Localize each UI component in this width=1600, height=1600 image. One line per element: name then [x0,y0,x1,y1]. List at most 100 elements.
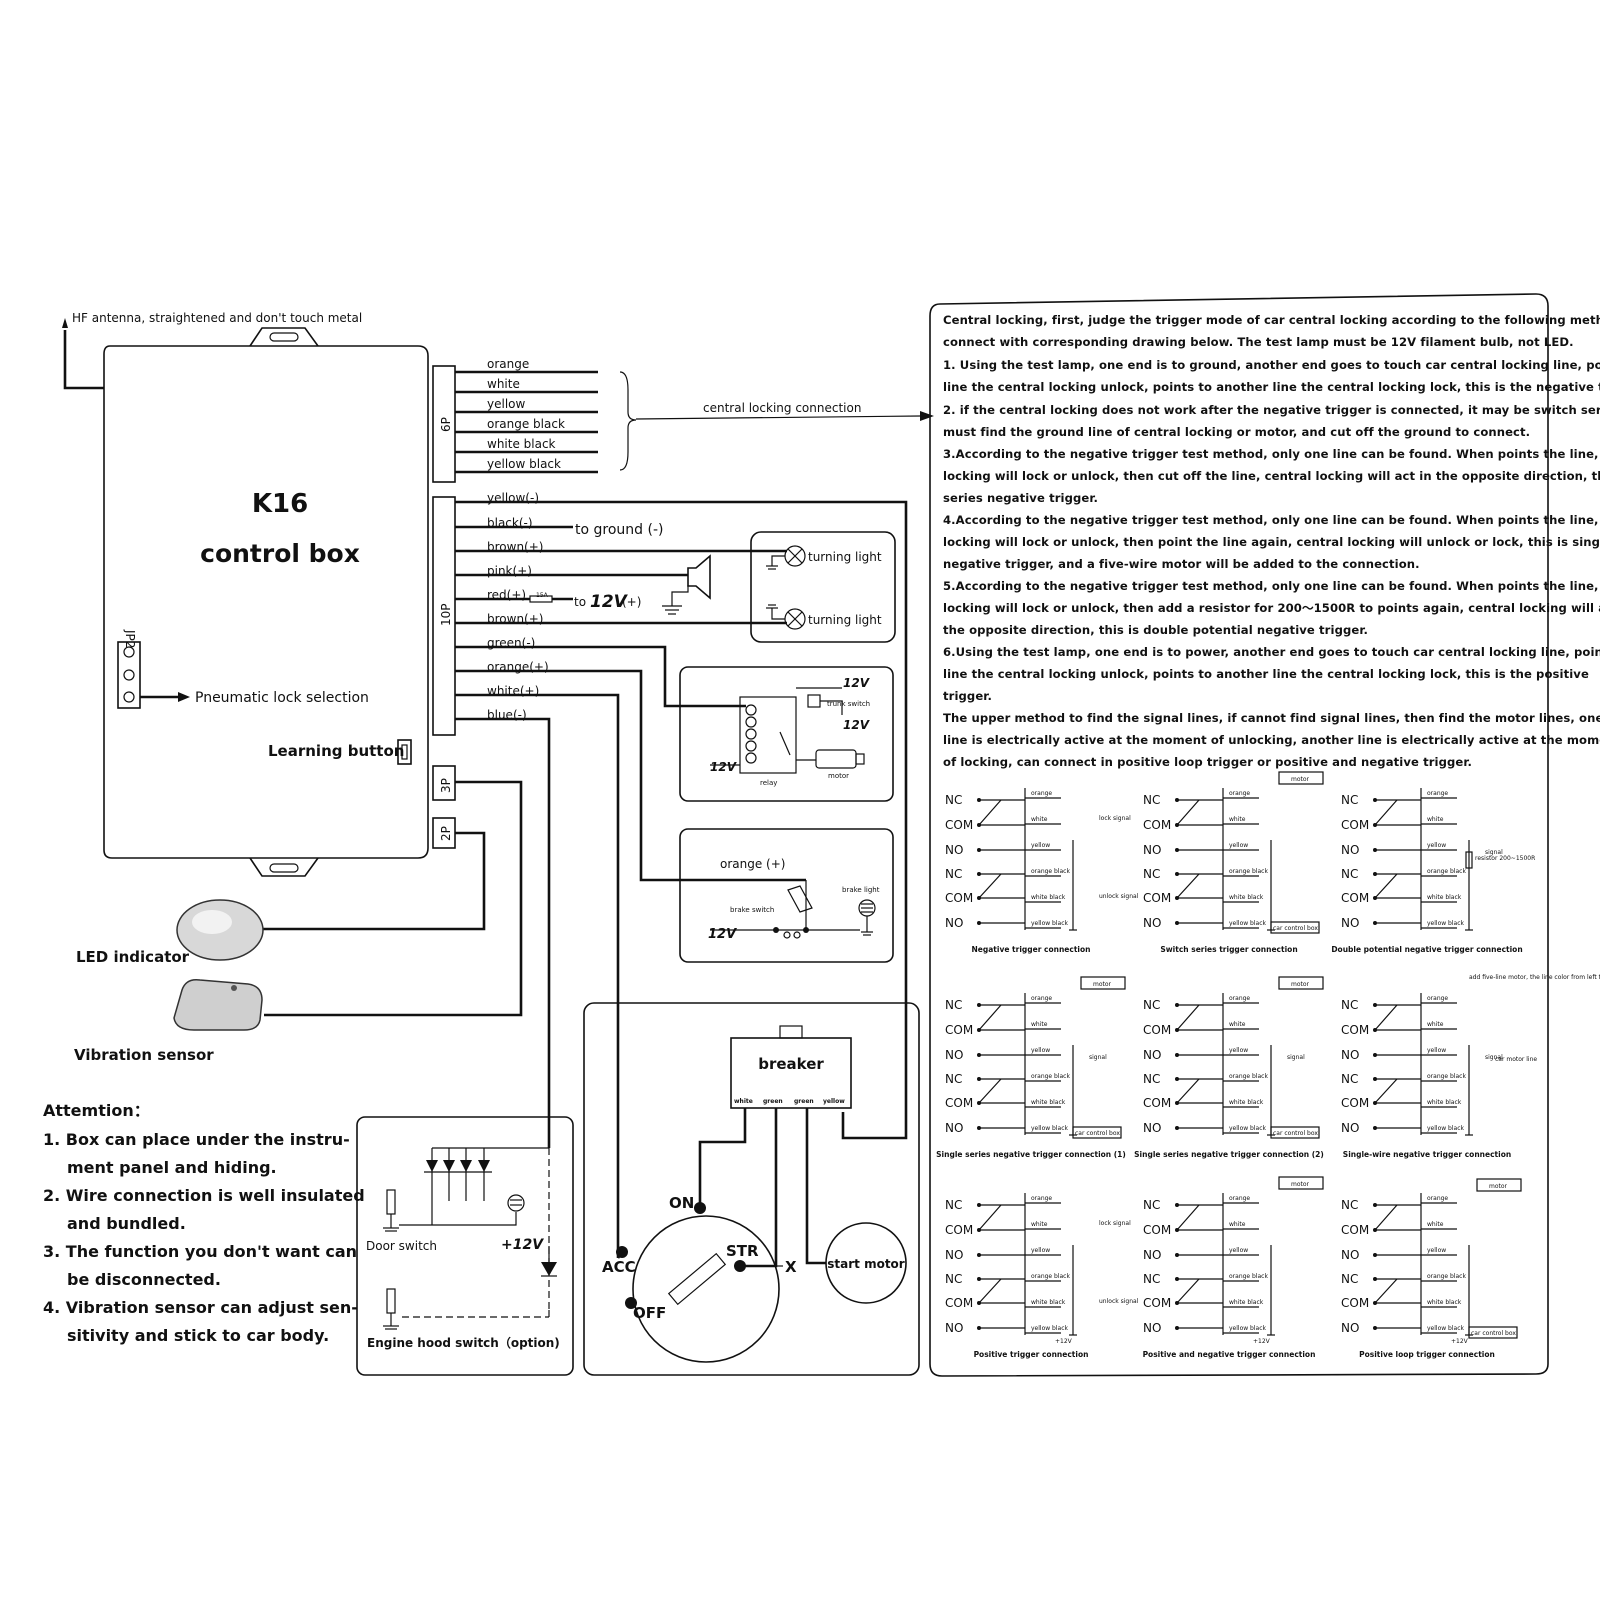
wire10p-8: white(+) [487,684,539,698]
door-switch-panel [356,1116,574,1376]
relay-terminal-label: NC [945,998,962,1012]
relay-terminal-label: COM [1143,1223,1171,1237]
wire-color-label: orange black [1031,1273,1070,1280]
lock-signal-label: lock signal [1099,815,1131,822]
relay-arm [1374,1078,1398,1104]
door-switch-label: Door switch [366,1239,437,1253]
wire-color-label: orange [1229,790,1250,797]
wire-color-label: orange [1427,1195,1448,1202]
relay-arm [978,1078,1002,1104]
trunk-switch-label: trunk switch [827,700,870,708]
breaker-title: breaker [758,1055,824,1073]
connection-diagrams: NC COM NO NC COM NO orange white yellow orange bl… [936,771,1600,1359]
brake-panel [679,828,894,963]
motor-label: motor [1093,981,1112,988]
wire-color-label: white [1229,1021,1246,1028]
learning-label: Learning button [268,742,404,760]
relay-terminal-label: COM [1341,1096,1369,1110]
wire-color-label: orange [1229,1195,1250,1202]
led-indicator-icon [176,899,264,961]
plus12-handwritten-b: 12V [843,676,871,690]
brake-light-label: brake light [842,886,880,894]
wire-color-label: orange [1427,995,1448,1002]
connector-3p-label: 3P [439,778,453,793]
ins-line-12: 5.According to the negative trigger test… [943,579,1600,593]
relay-terminal-label: NO [1341,916,1359,930]
wire6p-3: orange black [487,417,565,431]
connector-2p-label: 2P [439,826,453,841]
plus12-label: +12V [1055,1338,1073,1345]
diagram-caption: Positive loop trigger connection [1359,1350,1495,1359]
hood-switch-label: Engine hood switch（option) [367,1335,560,1350]
attention-line-1: ment panel and hiding. [67,1158,277,1177]
wire-color-label: yellow black [1031,920,1069,927]
wires-6p [455,370,934,474]
relay-terminal-label: NO [1143,1321,1161,1335]
relay-arm [1374,873,1398,899]
ignition-on: ON [669,1194,694,1212]
start-motor-label: start motor [827,1257,905,1271]
relay-terminal-label: NC [945,867,962,881]
trunk-panel [679,666,894,802]
ignition-str: STR [726,1242,759,1260]
relay-terminal-label: NO [1143,843,1161,857]
wire-color-label: yellow [1427,1247,1446,1254]
relay-terminal-label: COM [1143,1096,1171,1110]
turning-light-2: turning light [808,613,882,627]
wire-color-label: yellow [1031,1247,1050,1254]
relay-terminal-label: COM [945,818,973,832]
learning-button[interactable] [397,739,412,765]
wire-color-label: white [1427,1221,1444,1228]
plus12-handwritten-d: 12V [710,760,738,774]
relay-terminal-label: NO [945,843,963,857]
wire-color-label: white [1427,816,1444,823]
car-control-box-label: car control box [1075,1130,1120,1137]
wire-color-label: yellow black [1229,920,1267,927]
wire10p-6: green(-) [487,636,535,650]
relay-arm [1176,1278,1200,1304]
wire-color-label: orange black [1229,1073,1268,1080]
ins-line-9: 4.According to the negative trigger test… [943,513,1600,527]
wire-color-label: white black [1229,1099,1264,1106]
attention-title: Attemtion： [43,1101,150,1120]
fuse-label: 15A [536,592,549,599]
diode-array-icon [424,1148,492,1225]
relay-terminal-label: NC [945,1072,962,1086]
relay-terminal-label: COM [1341,818,1369,832]
wire-color-label: white [1031,816,1048,823]
attention-line-3: and bundled. [67,1214,186,1233]
ins-line-6: 3.According to the negative trigger test… [943,447,1600,461]
wire-color-label: yellow black [1427,1325,1465,1332]
attention-line-2: 2. Wire connection is well insulated [43,1186,365,1205]
ins-line-0: Central locking, first, judge the trigge… [943,313,1600,327]
car-control-box-label: car control box [1273,925,1318,932]
relay-terminal-label: NC [1143,998,1160,1012]
plus12-handwritten-a: 12V [590,592,629,612]
wire10p-2: brown(+) [487,540,543,554]
relay-terminal-label: COM [945,891,973,905]
relay-arm [1374,1204,1398,1231]
signal-label: signal [1287,1054,1305,1061]
wire-color-label: yellow [1229,1247,1248,1254]
relay-arm [978,1278,1002,1304]
wire-color-label: yellow [1427,842,1446,849]
relay-terminal-label: NO [1143,1248,1161,1262]
wire-color-label: orange black [1427,868,1466,875]
connector-10p-label: 10P [439,603,453,626]
wires-3p-2p [260,780,523,1017]
relay-terminal-label: NC [945,793,962,807]
relay-terminal-label: NC [945,1272,962,1286]
motor-box [1476,1178,1522,1192]
jp2-jumper[interactable] [117,641,141,709]
breaker-wire-0: white [734,1098,753,1105]
to-ground-label: to ground (-) [575,522,663,538]
five-wire-note: add five-line motor, the line color from… [1469,974,1600,981]
wire-color-label: yellow black [1031,1325,1069,1332]
wire6p-2: yellow [487,397,525,411]
wire10p-9: blue(-) [487,708,527,722]
wire-color-label: white [1427,1021,1444,1028]
